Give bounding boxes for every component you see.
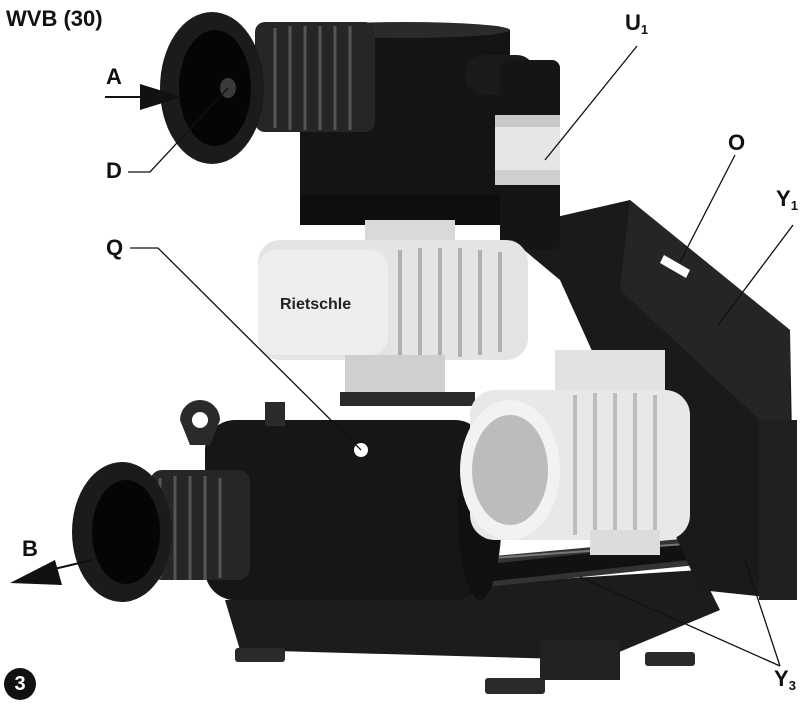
leader-lines: [128, 45, 794, 667]
brand-label: Rietschle: [280, 296, 352, 313]
label-y3: Y3: [774, 666, 796, 693]
outlet-arrow: [10, 559, 93, 585]
label-o: O: [728, 130, 746, 155]
figure-title: WVB (30): [6, 6, 103, 31]
figure-number-badge: 3: [4, 668, 36, 700]
label-b: B: [22, 536, 38, 561]
label-y1: Y1: [776, 186, 798, 213]
outlet-flange: [72, 462, 250, 602]
motor: [460, 350, 690, 555]
blower: [258, 220, 528, 406]
label-a: A: [106, 64, 122, 89]
label-u1: U1: [625, 10, 649, 37]
pipe-u1: [465, 55, 560, 250]
label-d: D: [106, 158, 122, 183]
inlet-flange: [160, 12, 375, 164]
label-q: Q: [106, 235, 124, 260]
inlet-arrow: [105, 84, 182, 110]
